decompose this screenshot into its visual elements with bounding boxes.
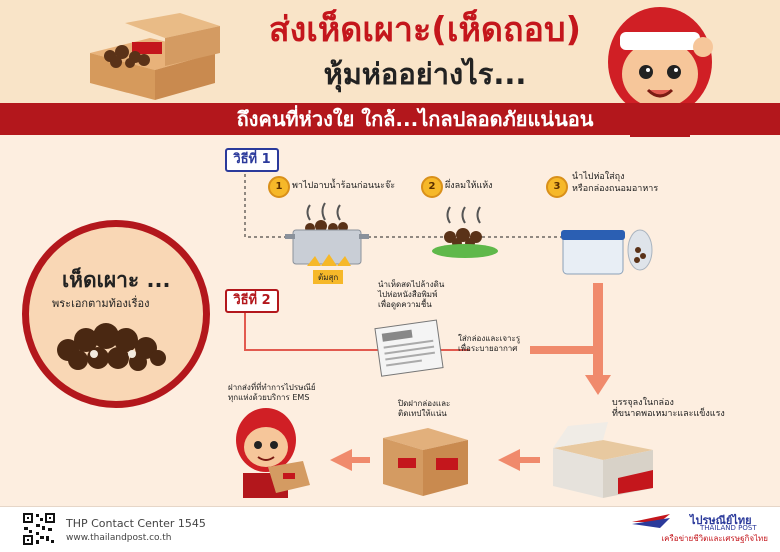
brand-tagline: เครือข่ายชีวิตและเศรษฐกิจไทย — [661, 534, 768, 543]
step-3-text-line1: นำไปห่อใส่ถุง — [572, 172, 625, 182]
method-2-note-line1: นำเห็ดสดไปล้างดิน — [378, 280, 445, 289]
page-subtitle: หุ้มห่ออย่างไร... — [323, 57, 527, 91]
step-3-text-line2: หรือกล่องถนอมอาหาร — [572, 184, 659, 194]
footer — [0, 506, 780, 552]
banner-strip — [0, 103, 780, 135]
step-1-text: พาไปอาบน้ำร้อนก่อนนะจ๊ะ — [292, 181, 396, 191]
circle-title: เห็ดเผาะ ... — [62, 268, 171, 292]
contact-center: THP Contact Center 1545 — [66, 517, 206, 530]
method-2-note-line3: เพื่อดูดความชื้น — [378, 300, 432, 309]
page-title: ส่งเห็ดเผาะ(เห็ดถอบ) — [268, 10, 582, 50]
website-link[interactable]: www.thailandpost.co.th — [66, 533, 172, 543]
send-text-line1: ฝากส่งที่ที่ทำการไปรษณีย์ — [228, 383, 316, 392]
qr-code-icon — [22, 512, 56, 546]
banner-text: ถึงคนที่ห่วงใย ใกล้...ไกลปลอดภัยแน่นอน — [236, 107, 594, 131]
pack-text-line2: ที่ขนาดพอเหมาะและแข็งแรง — [612, 409, 725, 419]
pot-illustration — [285, 202, 369, 284]
send-text-line2: ทุกแห่งด้วยบริการ EMS — [228, 393, 310, 402]
pot-label: ต้มสุก — [318, 273, 339, 282]
brand-name: ไปรษณีย์ไทย — [690, 514, 752, 527]
mushroom-circle — [22, 220, 210, 408]
sealed-box-illustration — [383, 428, 468, 496]
thailand-post-logo-icon — [632, 514, 670, 528]
mascot-with-box-illustration — [236, 408, 310, 498]
brand-name-en: THAILAND POST — [700, 524, 757, 532]
mushroom-pile-illustration — [57, 323, 166, 371]
drying-plate-illustration — [432, 206, 498, 258]
seal-text-line2: ติดเทปให้แน่น — [398, 409, 447, 418]
seal-text-line1: ปิดฝากล่องและ — [398, 399, 451, 408]
step-1-number: 1 — [268, 176, 290, 198]
mushroom-box-illustration — [90, 13, 220, 100]
circle-subtitle: พระเอกตามท้องเรื่อง — [52, 297, 150, 310]
step-2-number: 2 — [421, 176, 443, 198]
newspaper-illustration — [374, 319, 444, 377]
pack-text-line1: บรรจุลงในกล่อง — [612, 398, 674, 408]
method-2-note-line2: ไปห่อหนังสือพิมพ์ — [378, 290, 438, 299]
open-box-illustration — [553, 422, 653, 498]
method-1-tag: วิธีที่ 1 — [225, 148, 279, 172]
box-note-line1: ใส่กล่องและเจาะรู — [458, 334, 521, 343]
method-2-tag: วิธีที่ 2 — [225, 289, 279, 313]
box-note-line2: เพื่อระบายอากาศ — [458, 344, 518, 353]
step-3-number: 3 — [546, 176, 568, 198]
food-container-illustration — [561, 229, 653, 275]
step-2-text: ผึ่งลมให้แห้ง — [445, 181, 493, 191]
